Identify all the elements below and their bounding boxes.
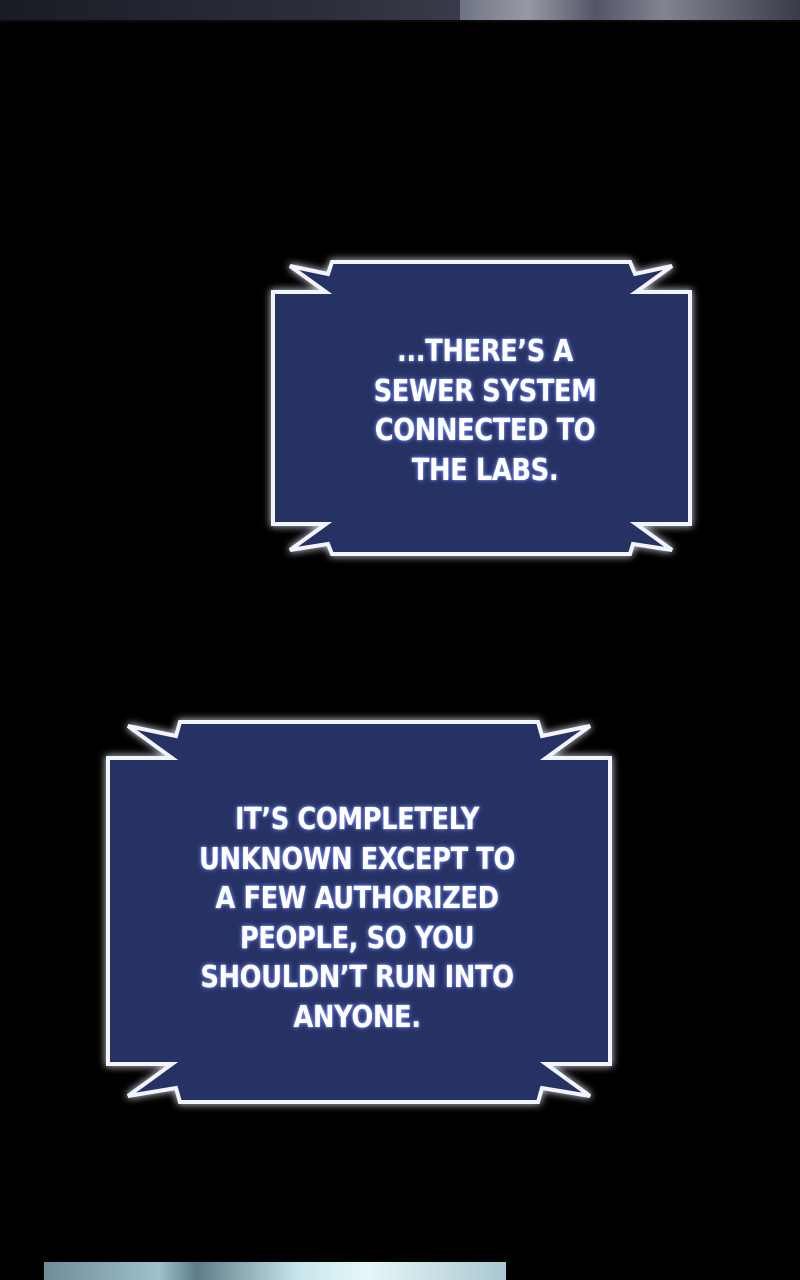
previous-panel-hair: [460, 0, 800, 20]
speech-box-1-text: ...THERE’S A SEWER SYSTEM CONNECTED TO T…: [373, 334, 597, 488]
panel-gutter-line: [0, 20, 800, 22]
speech-box-2-text: IT’S COMPLETELY UNKNOWN EXCEPT TO A FEW …: [199, 802, 515, 1035]
next-panel-strip: [44, 1262, 506, 1280]
speech-box-1: [271, 260, 692, 556]
speech-box-2: [106, 720, 612, 1104]
speech-box-2-shape: [106, 720, 612, 1104]
previous-panel-strip: [0, 0, 800, 20]
speech-box-1-shape: [271, 260, 692, 556]
